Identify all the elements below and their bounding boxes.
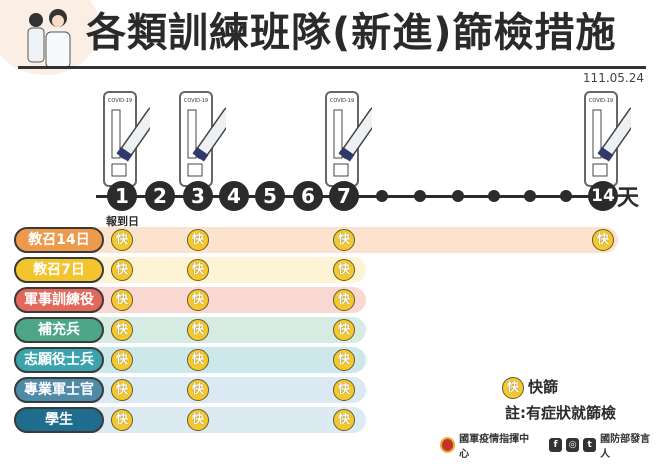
timeline-dot <box>452 190 464 202</box>
day-marker-7: 7 <box>329 181 359 211</box>
rapid-test-badge-icon: 快 <box>333 289 355 311</box>
rapid-test-badge-icon: 快 <box>187 349 209 371</box>
rapid-test-badge-icon: 快 <box>111 409 133 431</box>
rapid-test-badge-icon: 快 <box>187 319 209 341</box>
group-label: 教召7日 <box>14 257 104 283</box>
legend: 快快篩 <box>502 376 558 399</box>
schedule-bar <box>94 257 366 283</box>
instagram-icon[interactable]: ◎ <box>566 438 580 452</box>
schedule-bar <box>94 227 618 253</box>
timeline-dot <box>488 190 500 202</box>
emblem-icon <box>440 437 456 453</box>
rapid-test-badge-icon: 快 <box>333 349 355 371</box>
day-marker-14: 14 <box>588 181 618 211</box>
rapid-test-badge-icon: 快 <box>333 229 355 251</box>
page-title: 各類訓練班隊(新進)篩檢措施 <box>86 10 617 56</box>
svg-text:COVID-19: COVID-19 <box>330 98 354 104</box>
screening-row: 補充兵快快快 <box>14 317 656 343</box>
twitter-icon[interactable]: t <box>583 438 597 452</box>
schedule-bar <box>94 407 366 433</box>
schedule-bar <box>94 317 366 343</box>
timeline-dot <box>524 190 536 202</box>
rapid-test-badge-icon: 快 <box>111 259 133 281</box>
rapid-test-badge-icon: 快 <box>111 319 133 341</box>
footer: 國軍疫情指揮中心 f ◎ t 國防部發言人 <box>440 430 656 460</box>
timeline-dot <box>376 190 388 202</box>
rapid-test-badge-icon: 快 <box>187 379 209 401</box>
arrival-day-label: 報到日 <box>106 215 139 228</box>
screening-row: 學生快快快 <box>14 407 656 433</box>
publish-date: 111.05.24 <box>582 71 644 85</box>
facebook-icon[interactable]: f <box>549 438 563 452</box>
schedule-bar <box>94 347 366 373</box>
spokesperson-name: 國防部發言人 <box>600 434 651 460</box>
screening-row: 志願役士兵快快快 <box>14 347 656 373</box>
rapid-test-badge-icon: 快 <box>187 409 209 431</box>
title-divider <box>18 66 646 69</box>
day-marker-2: 2 <box>145 181 175 211</box>
rapid-test-badge-icon: 快 <box>333 319 355 341</box>
rapid-test-badge-icon: 快 <box>111 229 133 251</box>
rapid-test-badge-icon: 快 <box>187 259 209 281</box>
group-label: 軍事訓練役 <box>14 287 104 313</box>
rapid-test-badge-icon: 快 <box>111 349 133 371</box>
rapid-test-badge-icon: 快 <box>187 289 209 311</box>
svg-text:COVID-19: COVID-19 <box>108 98 132 104</box>
schedule-bar <box>94 287 366 313</box>
rapid-test-badge-icon: 快 <box>187 229 209 251</box>
group-label: 專業軍士官 <box>14 377 104 403</box>
day-marker-4: 4 <box>219 181 249 211</box>
rapid-test-badge-icon: 快 <box>111 379 133 401</box>
screening-row: 教召7日快快快 <box>14 257 656 283</box>
group-label: 教召14日 <box>14 227 104 253</box>
svg-text:COVID-19: COVID-19 <box>184 98 208 104</box>
test-kit-icon: COVID-19 <box>583 90 641 190</box>
org-name: 國軍疫情指揮中心 <box>459 434 530 460</box>
test-kit-icon: COVID-19 <box>102 90 160 190</box>
screening-row: 專業軍士官快快快 <box>14 377 656 403</box>
group-label: 補充兵 <box>14 317 104 343</box>
rapid-test-badge-icon: 快 <box>333 409 355 431</box>
group-label: 學生 <box>14 407 104 433</box>
doctors-illustration-icon <box>27 9 71 68</box>
rapid-test-badge-icon: 快 <box>333 379 355 401</box>
day-marker-5: 5 <box>255 181 285 211</box>
test-kit-icon: COVID-19 <box>324 90 382 190</box>
rapid-test-badge-icon: 快 <box>592 229 614 251</box>
rapid-test-badge-icon: 快 <box>333 259 355 281</box>
day-marker-3: 3 <box>183 181 213 211</box>
symptom-note: 註:有症狀就篩檢 <box>505 404 616 422</box>
group-label: 志願役士兵 <box>14 347 104 373</box>
timeline-dot <box>414 190 426 202</box>
timeline-dot <box>560 190 572 202</box>
schedule-bar <box>94 377 366 403</box>
day-marker-6: 6 <box>293 181 323 211</box>
screening-row: 教召14日快快快快 <box>14 227 656 253</box>
svg-text:COVID-19: COVID-19 <box>589 98 613 104</box>
legend-label: 快篩 <box>528 378 559 396</box>
screening-row: 軍事訓練役快快快 <box>14 287 656 313</box>
rapid-test-badge-icon: 快 <box>502 376 524 399</box>
rapid-test-badge-icon: 快 <box>111 289 133 311</box>
test-kit-icon: COVID-19 <box>178 90 236 190</box>
day-marker-1: 1 <box>107 181 137 211</box>
timeline-unit: 天 <box>617 186 640 211</box>
